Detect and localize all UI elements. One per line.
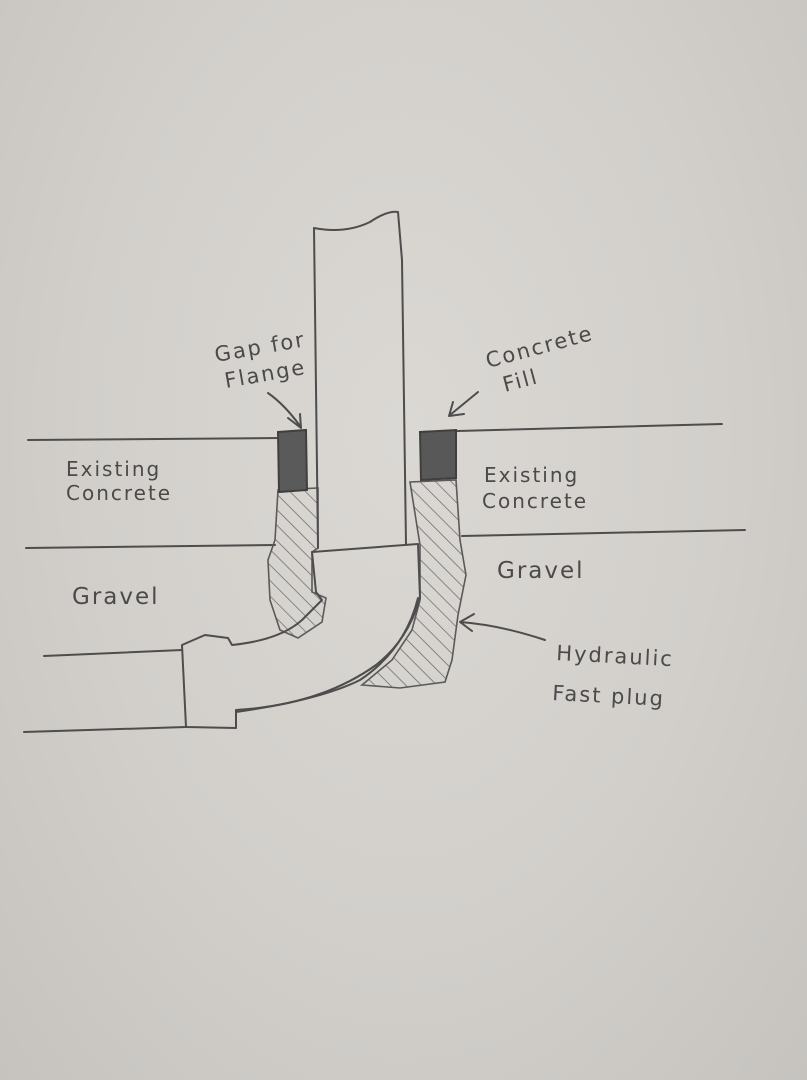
gap-arrow (267, 392, 302, 429)
label-existing-right-1: Existing (484, 463, 579, 487)
vertical-pipe (313, 210, 407, 549)
horizontal-pipe-top (43, 649, 183, 657)
label-gravel-right: Gravel (497, 558, 585, 584)
left-slab-top-line (27, 437, 281, 441)
flange-gap-block (276, 428, 309, 494)
label-fill-line2: Fill (500, 364, 541, 397)
plug-arrow (459, 613, 546, 641)
label-existing-right-2: Concrete (482, 489, 588, 513)
label-existing-left-2: Concrete (66, 481, 172, 505)
label-plug-line1: Hydraulic (556, 641, 675, 671)
left-slab-bottom-line (25, 544, 276, 549)
label-gravel-left: Gravel (72, 584, 160, 610)
label-existing-left-1: Existing (66, 457, 161, 481)
concrete-fill-block (418, 428, 457, 482)
right-slab-bottom-line (461, 529, 746, 537)
horizontal-pipe-bottom (23, 726, 187, 733)
label-fill-line1: Concrete (483, 321, 596, 373)
right-slab-top-line (419, 423, 723, 433)
fill-arrow (448, 391, 479, 417)
label-plug-line2: Fast plug (552, 681, 666, 711)
elbow-inner-curve (235, 597, 419, 713)
right-fast-plug-hatch (359, 479, 467, 689)
